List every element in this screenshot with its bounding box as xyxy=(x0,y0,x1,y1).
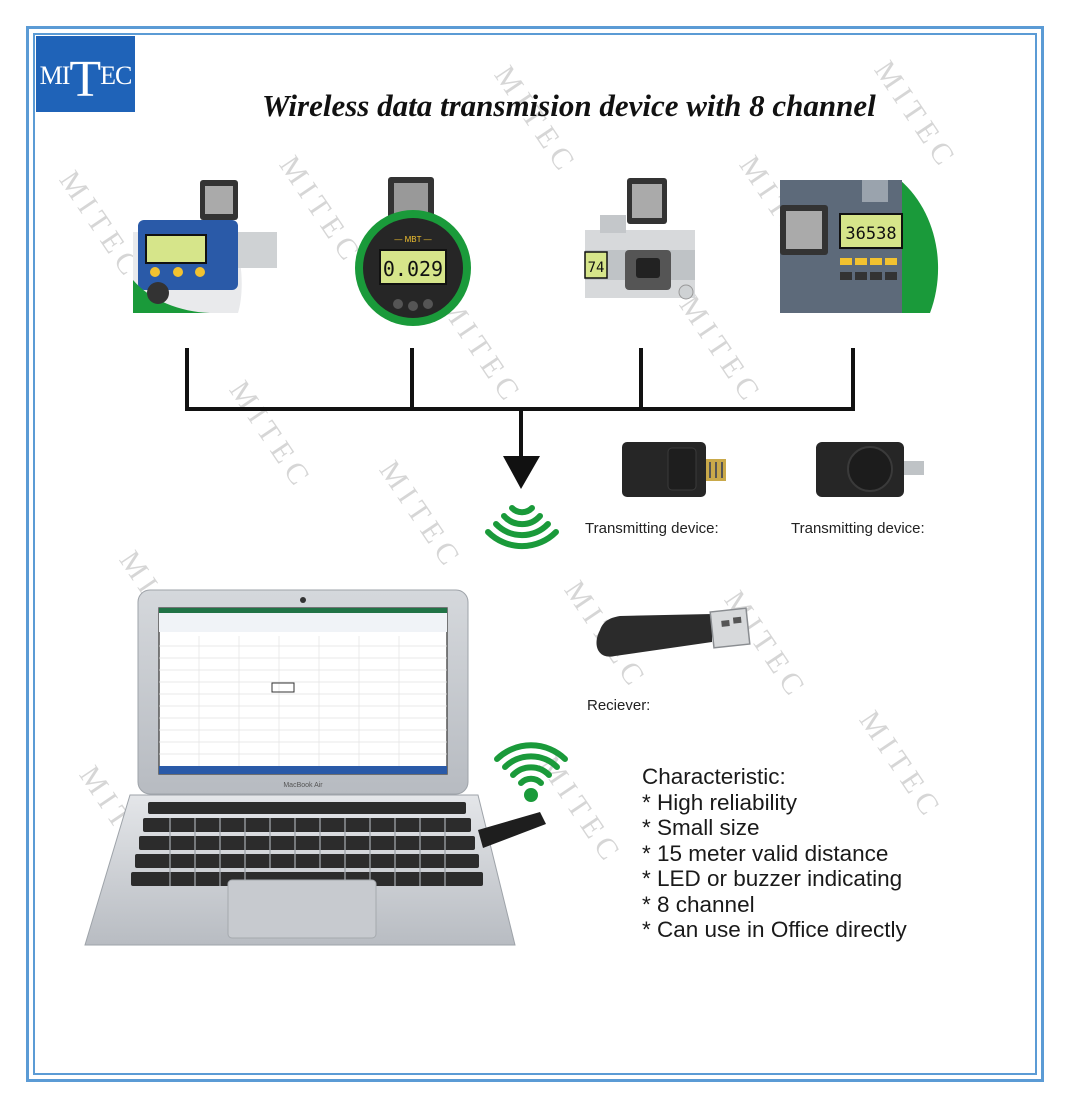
laptop: MacBook Air xyxy=(84,589,546,946)
logo-suffix: EC xyxy=(100,61,132,90)
laptop-label: MacBook Air xyxy=(283,782,323,789)
svg-text:— MBT —: — MBT — xyxy=(394,235,431,244)
transmitting-device-1 xyxy=(622,442,726,497)
connection-bus xyxy=(185,348,855,458)
wifi-icon xyxy=(485,505,559,550)
characteristics-list: Characteristic: * High reliability * Sma… xyxy=(642,764,907,943)
characteristic-item: * Can use in Office directly xyxy=(642,917,907,942)
logo-middle: T xyxy=(69,51,101,108)
characteristic-item: * LED or buzzer indicating xyxy=(642,866,903,891)
characteristic-item: * 15 meter valid distance xyxy=(642,840,889,866)
transmitter-2-caption: Transmitting device: xyxy=(791,520,925,537)
micrometer-device xyxy=(133,180,277,313)
usb-receiver-plugged xyxy=(478,812,546,848)
transmitter-1-caption: Transmitting device: xyxy=(585,520,719,537)
height-gauge-device: 36538 xyxy=(780,180,939,313)
caliper-device: 74 xyxy=(584,178,695,300)
characteristic-item: * High reliability xyxy=(642,789,798,815)
height-gauge-reading: 36538 xyxy=(845,224,896,244)
down-arrow xyxy=(503,456,540,489)
wifi-icon xyxy=(494,742,568,786)
characteristic-item: * Small size xyxy=(642,815,760,840)
transmitting-device-2 xyxy=(816,442,924,497)
outer-frame xyxy=(26,26,1044,1082)
dial-indicator-device: 0.029 — MBT — xyxy=(355,177,471,326)
caliper-reading: 74 xyxy=(588,260,605,276)
laptop-keyboard xyxy=(131,802,483,886)
mitec-logo: MITEC xyxy=(36,36,135,112)
characteristic-item: * 8 channel xyxy=(642,891,755,917)
characteristics-heading: Characteristic: xyxy=(642,764,786,789)
receiver-caption: Reciever: xyxy=(587,697,651,714)
inner-frame xyxy=(33,33,1037,1075)
logo-prefix: MI xyxy=(39,61,71,90)
receiver-usb-device xyxy=(596,607,751,657)
wifi-dot xyxy=(524,788,538,802)
page-title: Wireless data transmision device with 8 … xyxy=(262,88,876,123)
dial-indicator-reading: 0.029 xyxy=(383,257,443,281)
